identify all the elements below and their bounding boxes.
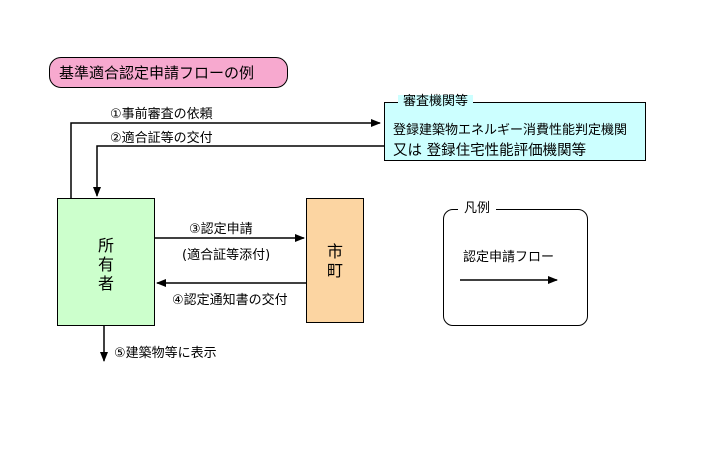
city-label: 市 町 [306,242,364,280]
step4-label: ④認定通知書の交付 [172,293,288,308]
city-box [306,198,364,323]
legend-item-label: 認定申請フロー [463,250,555,265]
owner-box [57,198,155,326]
city-label-char: 町 [326,261,343,280]
agency-name-line2: 又は 登録住宅性能評価機関等 [393,143,587,159]
agency-name-line1: 登録建築物エネルギー消費性能判定機関 [393,123,628,138]
agency-tag: 審査機関等 [398,95,474,109]
owner-label-char: 者 [97,274,114,293]
step3-note: (適合証等添付) [182,248,271,263]
owner-label: 所 有 者 [57,236,155,293]
step2-label: ②適合証等の交付 [110,131,213,146]
diagram-title: 基準適合認定申請フローの例 [49,57,288,88]
diagram-title-text: 基準適合認定申請フローの例 [59,64,255,82]
step1-label: ①事前審査の依頼 [110,107,213,122]
step3-label: ③認定申請 [189,222,253,237]
legend-tag: 凡例 [458,202,497,216]
agency-box [384,102,646,161]
owner-label-char: 有 [97,255,114,274]
city-label-char: 市 [326,242,343,261]
legend-box [443,209,588,326]
arrow-step1 [70,119,381,198]
step5-label: ⑤建築物等に表示 [114,346,217,361]
owner-label-char: 所 [97,236,114,255]
arrow-step2 [93,145,384,197]
